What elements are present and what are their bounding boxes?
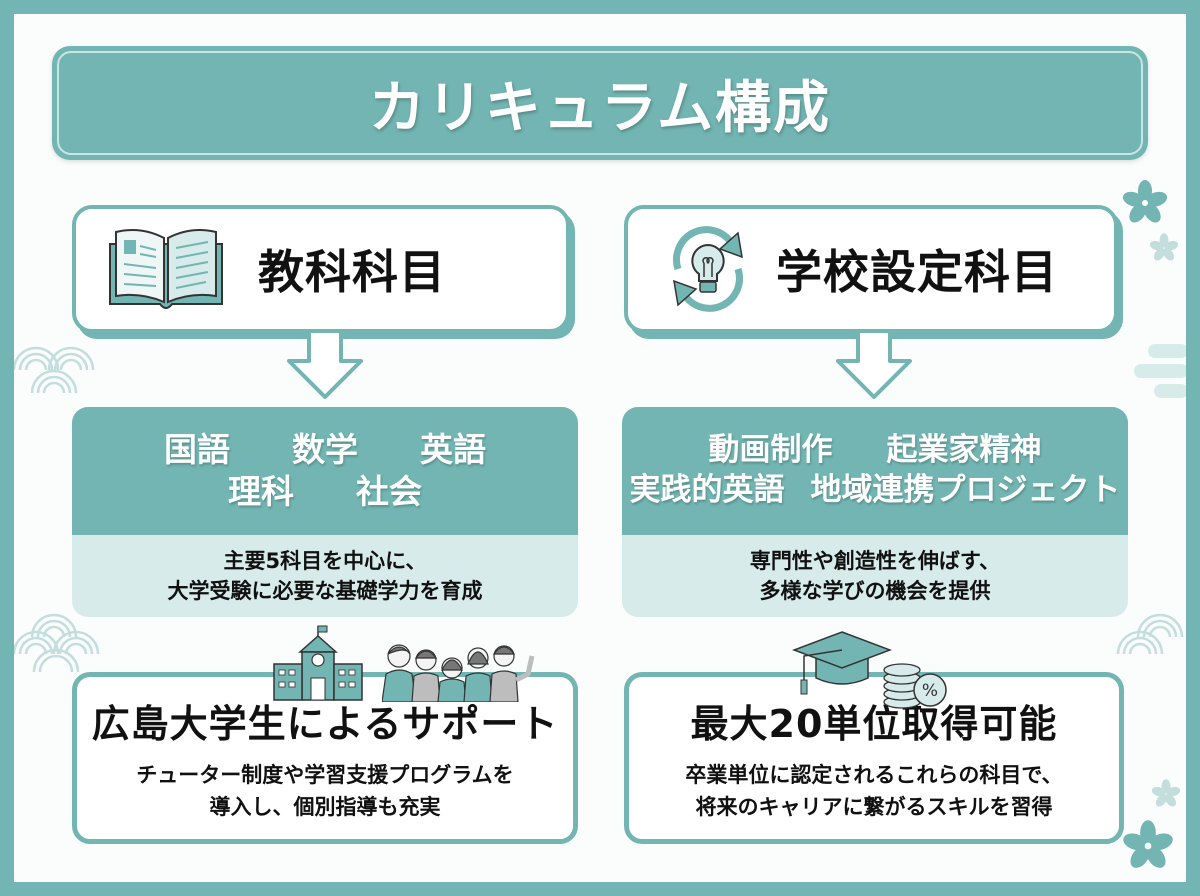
arrow-down-icon [836,333,912,399]
core-subjects-panel: 国語 数学 英語 理科 社会 主要5科目を中心に、 大学受験に必要な基礎学力を育… [72,407,578,617]
description-line: 専門性や創造性を伸ばす、 [749,548,1001,573]
school-subjects-panel: 動画制作 起業家精神 実践的英語 地域連携プロジェクト 専門性や創造性を伸ばす、… [622,407,1128,617]
subject-item: 英語 [420,429,486,469]
heading-box-core-subjects: 教科科目 [72,205,570,333]
seigaiha-wave-icon [14,346,95,394]
credits-description: 卒業単位に認定されるこれらの科目で、 将来のキャリアに繋がるスキルを習得 [685,760,1062,823]
description-line: チューター制度や学習支援プログラムを [136,763,514,787]
open-book-icon [109,229,223,309]
subject-item: 社会 [356,472,422,511]
core-subjects-description: 主要5科目を中心に、 大学受験に必要な基礎学力を育成 [72,535,578,617]
graduation-cap-icon [792,631,892,695]
support-description: チューター制度や学習支援プログラムを 導入し、個別指導も充実 [136,760,513,823]
title-banner: カリキュラム構成 [52,46,1148,160]
subject-item: 実践的英語 [629,472,785,508]
cloud-stripe-icon [1134,344,1186,398]
support-title: 広島大学生によるサポート [91,702,559,746]
credits-title: 最大20単位取得可能 [690,702,1058,746]
school-subjects-description: 専門性や創造性を伸ばす、 多様な学びの機会を提供 [622,535,1128,617]
sakura-icon [1123,820,1173,868]
svg-text:%: % [922,681,938,701]
description-line: 将来のキャリアに繋がるスキルを習得 [695,794,1053,819]
description-line: 卒業単位に認定されるこれらの科目で、 [685,763,1063,787]
description-line: 多様な学びの機会を提供 [759,579,991,603]
heading-school-subjects: 学校設定科目 [776,245,1058,299]
sakura-icon [1151,779,1181,807]
description-line: 主要5科目を中心に、 [223,548,427,573]
subject-item: 動画制作 [708,432,833,469]
seigaiha-wave-icon [14,613,100,672]
seigaiha-wave-icon [1116,613,1184,655]
credits-box: 最大20単位取得可能 卒業単位に認定されるこれらの科目で、 将来のキャリアに繋が… [624,672,1124,844]
description-line: 導入し、個別指導も充実 [209,794,441,819]
subject-item: 理科 [228,472,294,511]
arrow-down-icon [287,333,363,399]
page-title: カリキュラム構成 [368,75,832,141]
subject-item: 起業家精神 [886,432,1042,469]
coin-stack-percent-icon: % [883,663,947,709]
school-building-icon [273,625,363,701]
sakura-icon [1149,233,1179,261]
subject-item: 国語 [164,429,230,469]
subject-item: 地域連携プロジェクト [810,472,1121,508]
subject-item: 数学 [292,429,358,469]
students-group-icon [382,644,535,702]
heading-box-school-subjects: 学校設定科目 [624,205,1118,333]
heading-core-subjects: 教科科目 [258,245,446,299]
description-line: 大学受験に必要な基礎学力を育成 [167,579,483,603]
sakura-icon [1122,180,1168,223]
lightbulb-cycle-icon [673,226,743,312]
